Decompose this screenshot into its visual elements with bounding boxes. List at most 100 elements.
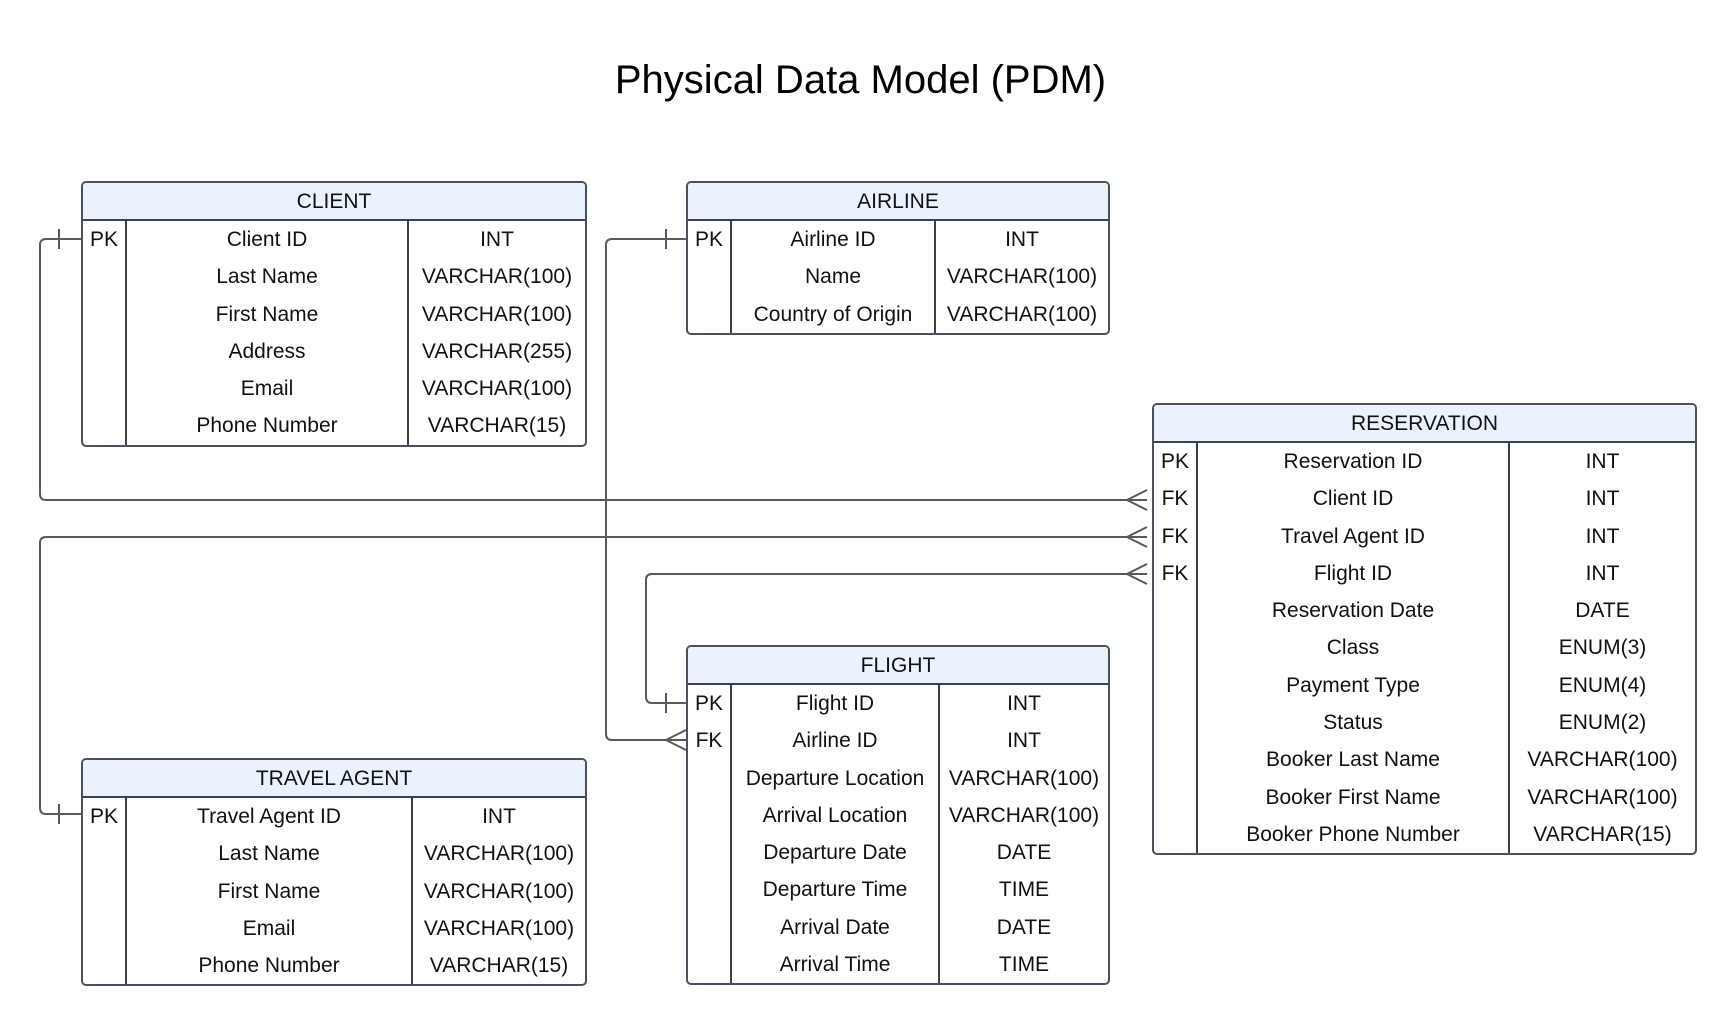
field-name-cell: Address (127, 332, 409, 371)
field-name-cell: Phone Number (127, 407, 409, 445)
many-marker-reservation-travel-agent (1124, 526, 1148, 548)
field-name-cell: Booker Last Name (1198, 741, 1510, 779)
field-type-cell: VARCHAR(15) (1533, 822, 1672, 846)
key-cell (688, 796, 732, 835)
field-name-cell: Departure Time (732, 871, 940, 909)
key-cell: FK (1154, 480, 1198, 518)
key-cell (688, 908, 732, 947)
field-type-cell: VARCHAR(100) (421, 377, 573, 401)
field-name-cell: Booker First Name (1198, 778, 1510, 816)
field-name-cell: Airline ID (732, 221, 936, 259)
field-name-cell: Arrival Location (732, 796, 940, 835)
field-type-cell: VARCHAR(100) (423, 916, 575, 940)
table-row[interactable]: Departure Time TIME (688, 871, 1108, 909)
diagram-title: Physical Data Model (PDM) (614, 58, 1107, 102)
field-name-cell: Phone Number (127, 947, 413, 985)
field-type-cell: INT (482, 805, 516, 828)
entity-header-flight: FLIGHT (688, 647, 1108, 685)
key-cell (83, 407, 127, 445)
connector-flight-reservation (645, 573, 1147, 704)
field-name-cell: Reservation ID (1198, 443, 1510, 481)
key-cell (1154, 741, 1198, 779)
table-row[interactable]: First Name VARCHAR(100) (83, 295, 585, 333)
table-row[interactable]: Email VARCHAR(100) (83, 370, 585, 408)
field-type-cell: DATE (996, 841, 1052, 865)
field-type-cell: VARCHAR(15) (429, 954, 569, 978)
field-name-cell: Last Name (127, 835, 413, 873)
key-cell (688, 946, 732, 984)
connector-client-reservation (39, 238, 1147, 501)
field-type-cell: ENUM(3) (1558, 636, 1647, 660)
field-name-cell: Status (1198, 704, 1510, 742)
key-cell: FK (1154, 554, 1198, 593)
table-row[interactable]: Phone Number VARCHAR(15) (83, 947, 585, 985)
field-name-cell: Departure Date (732, 834, 940, 872)
field-type-cell: VARCHAR(100) (421, 302, 573, 326)
field-name-cell: Email (127, 370, 409, 408)
key-cell (1154, 666, 1198, 705)
field-name-cell: Arrival Time (732, 946, 940, 984)
field-type-cell: INT (1585, 450, 1620, 473)
field-type-cell: INT (1585, 487, 1620, 511)
key-cell (688, 258, 732, 296)
field-type-cell: TIME (998, 878, 1050, 902)
field-type-cell: INT (1005, 228, 1039, 251)
entity-header-travel-agent: TRAVEL AGENT (83, 760, 585, 798)
table-row[interactable]: Arrival Time TIME (688, 946, 1108, 984)
field-name-cell: Flight ID (1198, 554, 1510, 593)
key-cell (83, 370, 127, 408)
field-type-cell: INT (1007, 729, 1041, 753)
field-name-cell: Payment Type (1198, 666, 1510, 705)
field-name-cell: Reservation Date (1198, 592, 1510, 630)
field-type-cell: VARCHAR(100) (948, 766, 1100, 790)
field-name-cell: Client ID (1198, 480, 1510, 518)
field-type-cell: DATE (1575, 599, 1630, 623)
table-row[interactable]: Phone Number VARCHAR(15) (83, 407, 585, 445)
key-cell (83, 909, 127, 948)
field-name-cell: Country of Origin (732, 295, 936, 333)
field-name-cell: First Name (127, 295, 409, 333)
table-row[interactable]: Reservation Date DATE (1154, 592, 1695, 630)
key-cell (1154, 629, 1198, 667)
connector-airline-flight (605, 238, 686, 741)
key-cell: FK (688, 722, 732, 760)
field-type-cell: VARCHAR(100) (946, 265, 1098, 289)
field-type-cell: VARCHAR(15) (427, 414, 567, 438)
field-type-cell: TIME (998, 953, 1050, 977)
key-cell (1154, 704, 1198, 742)
table-row[interactable]: Departure Date DATE (688, 834, 1108, 872)
many-marker-reservation-client (1124, 489, 1148, 511)
